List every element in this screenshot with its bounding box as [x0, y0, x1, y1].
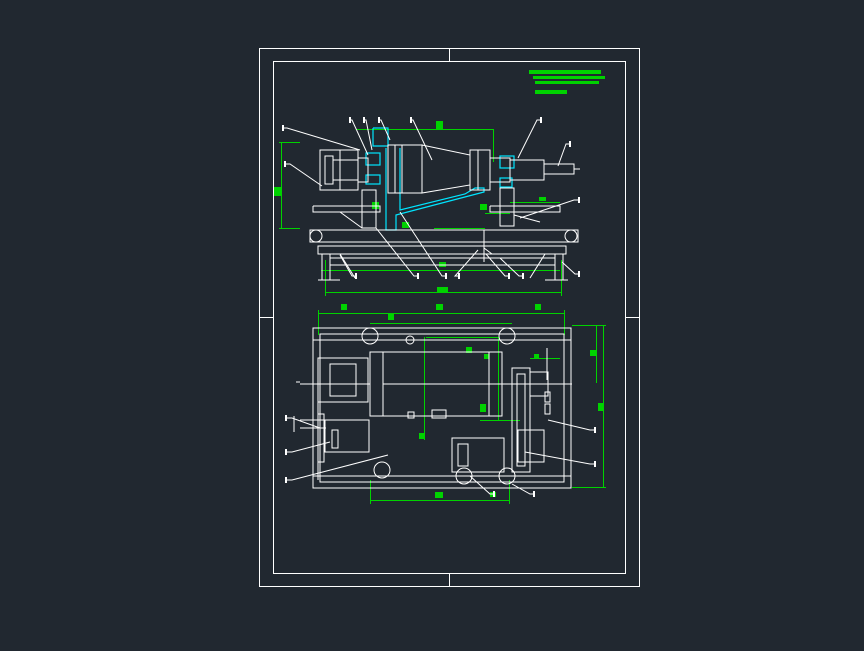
title-bar-3: [535, 81, 599, 84]
front-view: [274, 117, 580, 296]
title-bar-1: [529, 70, 601, 74]
plan-view-callouts: [287, 381, 594, 495]
sheet-inner-border: [273, 61, 626, 574]
plan-view-machinery: [293, 327, 572, 489]
plan-view-dimensions: [318, 310, 606, 504]
front-view-dimensions: [279, 129, 562, 296]
front-view-callout-numbers: [282, 117, 580, 279]
front-view-machinery: [309, 144, 580, 281]
title-bar-4: [535, 90, 567, 94]
drawing-sheet: [259, 48, 640, 587]
title-block: [529, 70, 605, 94]
plan-view: [285, 304, 606, 504]
title-bar-2: [533, 76, 605, 79]
front-view-callouts: [282, 119, 578, 277]
plan-view-dimension-text: [341, 304, 604, 498]
plan-view-callout-numbers: [285, 415, 596, 497]
